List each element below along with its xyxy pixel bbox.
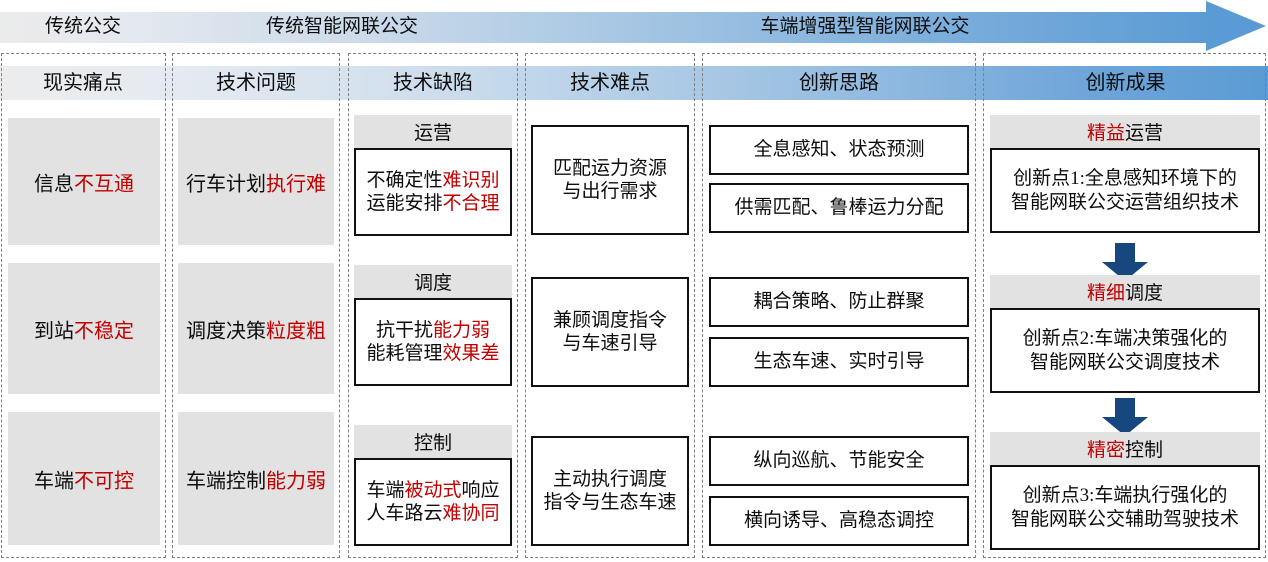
defect-2-line2-red: 效果差 xyxy=(442,343,500,364)
result-caption-1-red: 精益 xyxy=(1086,123,1125,144)
pain-point-cell-1: 信息不互通 xyxy=(8,118,160,245)
pain-point-cell-2: 到站不稳定 xyxy=(8,263,160,394)
defect-caption-2: 调度 xyxy=(354,265,512,298)
pain-point-cell-3: 车端不可控 xyxy=(8,412,160,545)
result-caption-1: 精益运营 xyxy=(990,115,1260,148)
column-frame-tech-difficulties xyxy=(525,53,695,558)
tech-issue-cell-1: 行车计划执行难 xyxy=(178,118,334,245)
defect-3-line1-red: 被动式 xyxy=(404,479,462,501)
defect-box-2: 抗干扰能力弱 能耗管理效果差 xyxy=(354,298,512,386)
defect-3-line2-red: 难协同 xyxy=(442,503,500,524)
result-box-3: 创新点3:车端执行强化的 智能网联公交辅助驾驶技术 xyxy=(990,465,1260,550)
phase-label-vehicle-enhanced-connected-bus: 车端增强型智能网联公交 xyxy=(760,16,970,37)
result-caption-1-black: 运营 xyxy=(1125,123,1164,144)
defect-3-line2-black: 人车路云 xyxy=(366,503,443,524)
idea-2a-text: 耦合策略、防止群聚 xyxy=(753,291,925,313)
defect-box-3: 车端被动式响应 人车路云难协同 xyxy=(354,458,512,546)
idea-3b-text: 横向诱导、高稳态调控 xyxy=(743,510,934,532)
phase-banner-arrow-body xyxy=(0,12,1212,43)
tech-issue-text-3-red: 能力弱 xyxy=(266,470,326,492)
column-frame-innovation-results xyxy=(983,53,1266,558)
defect-1-line1-black: 不确定性 xyxy=(366,169,443,191)
column-header-tech-issues: 技术问题 xyxy=(216,72,296,94)
phase-banner-arrowhead-icon xyxy=(1206,1,1266,51)
pain-point-text-3-red: 不可控 xyxy=(74,470,134,492)
tech-issue-cell-3: 车端控制能力弱 xyxy=(178,412,334,545)
idea-2b-text: 生态车速、实时引导 xyxy=(753,351,925,373)
pain-point-text-1-black: 信息 xyxy=(34,173,74,195)
result-3-line1: 创新点3:车端执行强化的 xyxy=(1022,485,1228,507)
defect-1-line1-red: 难识别 xyxy=(442,169,500,191)
tech-issue-text-1-black: 行车计划 xyxy=(186,173,266,195)
idea-box-3b: 横向诱导、高稳态调控 xyxy=(709,496,969,546)
result-2-line1: 创新点2:车端决策强化的 xyxy=(1022,328,1228,350)
column-frame-tech-issues xyxy=(172,53,340,558)
column-header-tech-difficulties: 技术难点 xyxy=(570,72,650,94)
difficulty-3-line1: 主动执行调度 xyxy=(552,468,667,490)
phase-label-traditional-connected-bus: 传统智能网联公交 xyxy=(265,16,418,37)
defect-caption-1: 运营 xyxy=(354,115,512,148)
result-caption-3-red: 精密 xyxy=(1086,440,1125,461)
difficulty-box-2: 兼顾调度指令 与车速引导 xyxy=(531,277,689,387)
tech-issue-text-2-black: 调度决策 xyxy=(186,320,266,342)
result-caption-2-red: 精细 xyxy=(1086,283,1125,304)
result-3-line2: 智能网联公交辅助驾驶技术 xyxy=(1010,508,1239,530)
idea-box-1a: 全息感知、状态预测 xyxy=(709,125,969,175)
column-header-band xyxy=(0,66,1268,100)
result-box-1: 创新点1:全息感知环境下的 智能网联公交运营组织技术 xyxy=(990,148,1260,233)
column-frame-innovation-ideas xyxy=(702,53,976,558)
pain-point-text-2-red: 不稳定 xyxy=(74,320,134,342)
column-header-innovation-results: 创新成果 xyxy=(1085,72,1166,94)
result-caption-3: 精密控制 xyxy=(990,432,1260,465)
defect-1-line2-black: 运能安排 xyxy=(366,193,443,214)
defect-3-line1-black-a: 车端 xyxy=(366,479,405,501)
result-caption-2: 精细调度 xyxy=(990,275,1260,308)
pain-point-text-1-red: 不互通 xyxy=(74,173,134,195)
column-frame-tech-defects xyxy=(348,53,518,558)
column-header-tech-defects: 技术缺陷 xyxy=(393,72,473,94)
tech-issue-cell-2: 调度决策粒度粗 xyxy=(178,263,334,394)
difficulty-2-line2: 与车速引导 xyxy=(562,333,658,354)
result-caption-3-black: 控制 xyxy=(1125,440,1164,461)
difficulty-2-line1: 兼顾调度指令 xyxy=(552,309,667,331)
tech-issue-text-1-red: 执行难 xyxy=(266,173,326,195)
defect-1-line2-red: 不合理 xyxy=(442,193,500,214)
result-caption-2-black: 调度 xyxy=(1125,283,1164,304)
defect-2-line1-red: 能力弱 xyxy=(433,319,491,341)
column-header-innovation-ideas: 创新思路 xyxy=(799,72,879,94)
defect-3-line1-black-b: 响应 xyxy=(461,479,500,501)
result-box-2: 创新点2:车端决策强化的 智能网联公交调度技术 xyxy=(990,308,1260,393)
flow-down-arrow-icon-2 xyxy=(1102,398,1148,436)
idea-1b-text: 供需匹配、鲁棒运力分配 xyxy=(734,197,944,219)
idea-3a-text: 纵向巡航、节能安全 xyxy=(753,450,925,472)
defect-caption-3: 控制 xyxy=(354,425,512,458)
tech-issue-text-2-red: 粒度粗 xyxy=(266,320,326,342)
difficulty-3-line2: 指令与生态车速 xyxy=(543,492,677,513)
defect-2-line2-black: 能耗管理 xyxy=(366,343,443,364)
idea-box-2a: 耦合策略、防止群聚 xyxy=(709,277,969,327)
column-frame-pain-points xyxy=(1,53,166,558)
idea-box-3a: 纵向巡航、节能安全 xyxy=(709,436,969,486)
difficulty-box-3: 主动执行调度 指令与生态车速 xyxy=(531,436,689,546)
column-header-pain-points: 现实痛点 xyxy=(43,72,123,94)
result-1-line1: 创新点1:全息感知环境下的 xyxy=(1013,168,1237,190)
idea-1a-text: 全息感知、状态预测 xyxy=(753,139,925,161)
pain-point-text-2-black: 到站 xyxy=(34,320,74,342)
result-1-line2: 智能网联公交运营组织技术 xyxy=(1010,191,1239,213)
defect-box-1: 不确定性难识别 运能安排不合理 xyxy=(354,148,512,236)
tech-issue-text-3-black: 车端控制 xyxy=(186,470,266,492)
idea-box-2b: 生态车速、实时引导 xyxy=(709,337,969,387)
pain-point-text-3-black: 车端 xyxy=(34,470,74,492)
difficulty-1-line2: 与出行需求 xyxy=(562,181,658,202)
idea-box-1b: 供需匹配、鲁棒运力分配 xyxy=(709,183,969,233)
phase-label-traditional-bus: 传统公交 xyxy=(44,16,121,37)
result-2-line2: 智能网联公交调度技术 xyxy=(1029,351,1220,373)
defect-2-line1-black: 抗干扰 xyxy=(375,319,433,341)
difficulty-1-line1: 匹配运力资源 xyxy=(552,157,667,179)
difficulty-box-1: 匹配运力资源 与出行需求 xyxy=(531,125,689,235)
